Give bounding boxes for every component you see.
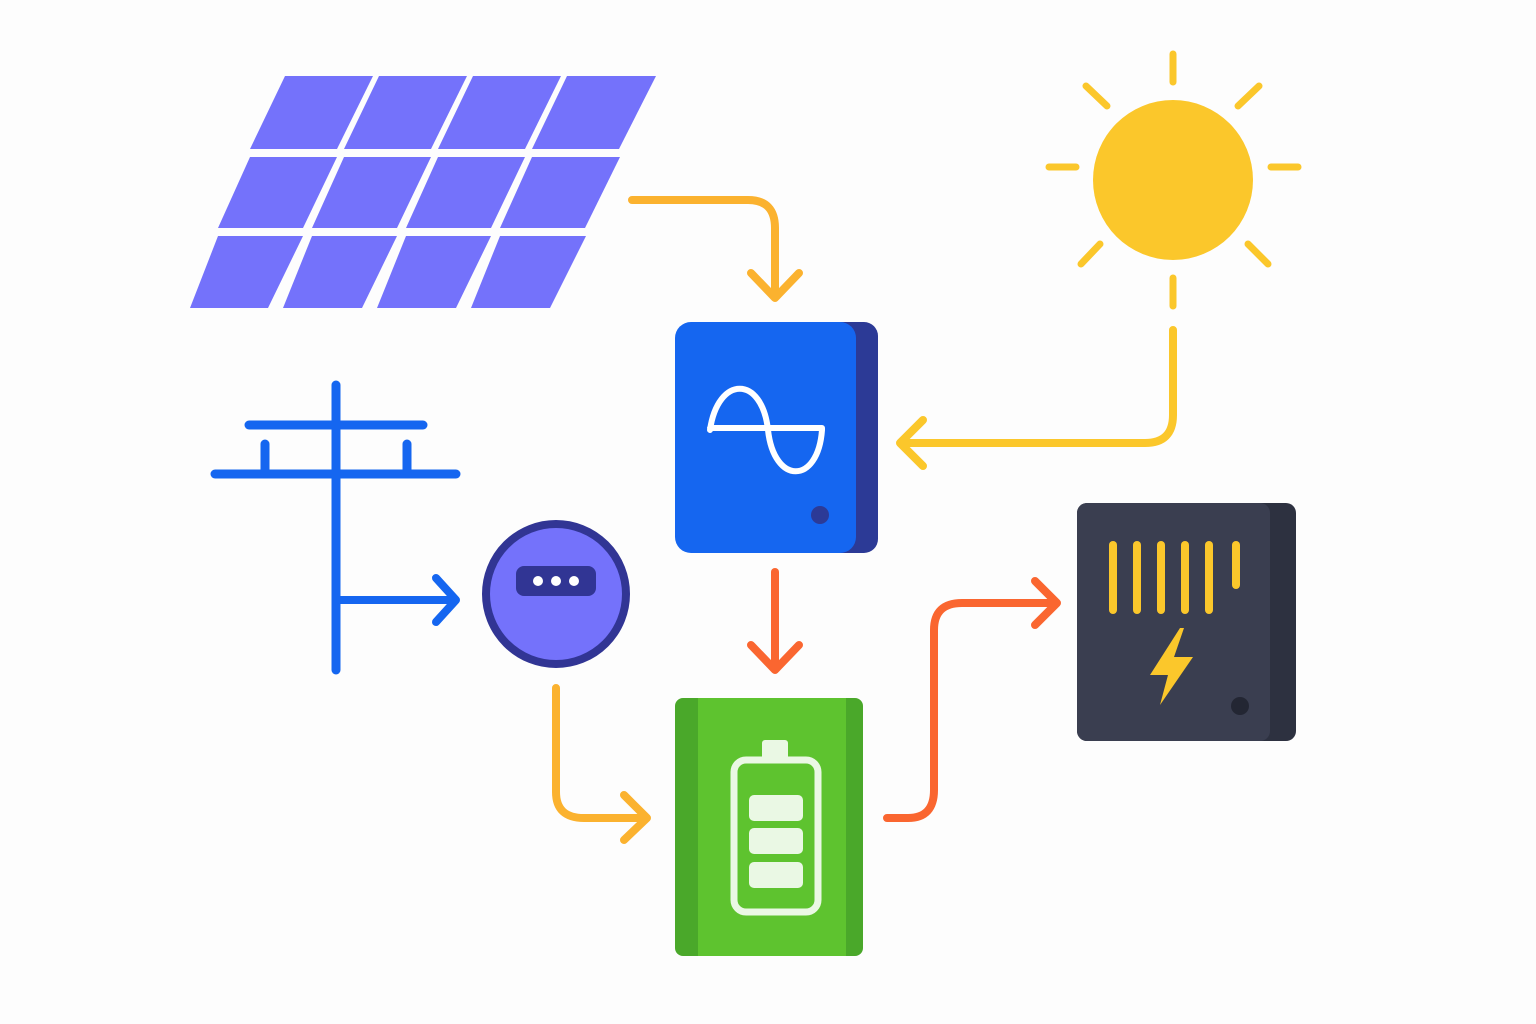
utility-pole-icon	[210, 380, 461, 675]
battery-full-icon	[675, 698, 863, 956]
arrow-pole-to-meter	[336, 574, 460, 626]
solar-panel-icon	[190, 76, 656, 308]
arrow-meter-to-battery	[552, 684, 651, 844]
sun-icon	[1045, 50, 1302, 310]
electric-meter-icon	[482, 520, 630, 668]
arrow-battery-to-panel	[883, 577, 1061, 822]
arrow-solar-to-inverter	[628, 196, 803, 302]
arrow-inverter-to-battery	[747, 568, 803, 674]
inverter-sine-wave-icon	[675, 322, 878, 553]
arrow-sun-to-inverter	[896, 326, 1177, 470]
electrical-panel-icon	[1077, 503, 1296, 741]
